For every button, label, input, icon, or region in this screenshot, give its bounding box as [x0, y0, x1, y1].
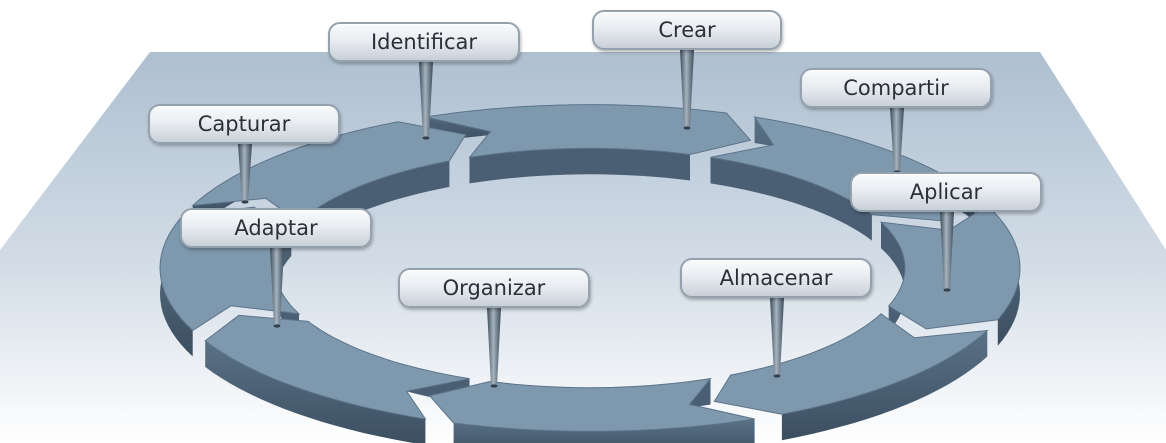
stage-label-capturar: Capturar: [148, 104, 340, 144]
stage-label-compartir: Compartir: [800, 68, 992, 108]
segment-top-face: [713, 313, 989, 415]
label-pin-foot: [490, 384, 498, 388]
stage-label-adaptar: Adaptar: [180, 208, 372, 248]
segment-top-face: [425, 104, 752, 159]
label-pin-foot: [422, 136, 430, 140]
segment-top-face: [428, 377, 755, 432]
ring-arrow-segment: [204, 314, 470, 443]
label-pin-foot: [943, 288, 951, 292]
ring-arrow-segment: [428, 377, 755, 443]
segment-inner-wall: [299, 160, 450, 249]
label-pin: [270, 248, 284, 326]
segment-top-face: [204, 314, 470, 420]
label-pin: [419, 62, 433, 138]
label-pin-foot: [683, 126, 691, 130]
label-pin: [940, 212, 954, 290]
label-pin: [238, 144, 252, 202]
stage-label-aplicar: Aplicar: [850, 172, 1042, 212]
stage-label-almacenar: Almacenar: [680, 258, 872, 298]
segment-outer-wall: [205, 340, 426, 443]
stage-label-organizar: Organizar: [398, 268, 590, 308]
label-pin-foot: [273, 324, 281, 328]
segment-inner-wall: [469, 148, 690, 184]
segment-outer-wall: [453, 419, 755, 443]
label-pin: [487, 308, 501, 386]
ring-arrow-segment: [713, 313, 989, 441]
label-pin: [680, 50, 694, 128]
label-pin-foot: [773, 374, 781, 378]
segment-inner-wall: [710, 157, 872, 241]
segment-outer-wall: [781, 330, 988, 441]
stage-label-crear: Crear: [592, 10, 782, 50]
stage-label-identificar: Identificar: [328, 22, 520, 62]
label-pin-foot: [241, 200, 249, 204]
ring-arrow-segment: [425, 104, 752, 184]
label-pin: [890, 108, 904, 172]
label-pin: [770, 298, 784, 376]
